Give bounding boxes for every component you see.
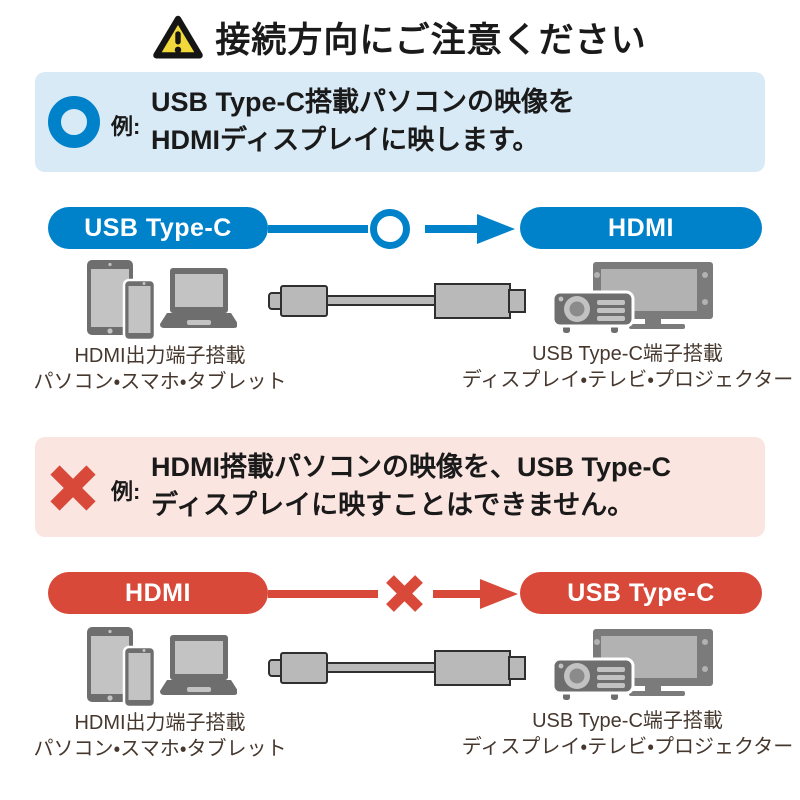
connector-line <box>268 590 378 598</box>
ok-example-label: 例: <box>111 114 141 139</box>
warning-triangle-icon <box>153 15 203 60</box>
ng-example-box: 例: HDMI搭載パソコンの映像を、USB Type-C ディスプレイに映すこと… <box>35 437 765 537</box>
ok-flow-to-pill: HDMI <box>520 207 762 249</box>
ok-source-caption: HDMI出力端子搭載 パソコン・スマホ・タブレット <box>10 343 310 395</box>
arrow-right-icon <box>433 579 518 609</box>
ok-example-text: USB Type-C搭載パソコンの映像を HDMIディスプレイに映します。 <box>151 83 575 159</box>
ng-flow-from-pill: HDMI <box>48 572 268 614</box>
page-title: 接続方向にご注意ください <box>215 21 647 60</box>
source-devices-icon <box>87 627 237 707</box>
caption-line: パソコン・スマホ・タブレット <box>33 738 287 760</box>
ng-example-label: 例: <box>111 479 141 504</box>
caption-line: HDMI出力端子搭載 <box>74 345 246 367</box>
ng-display-caption: USB Type-C端子搭載 ディスプレイ・テレビ・プロジェクター <box>455 708 800 760</box>
ok-example-box: 例: USB Type-C搭載パソコンの映像を HDMIディスプレイに映します。 <box>35 72 765 172</box>
ng-source-caption: HDMI出力端子搭載 パソコン・スマホ・タブレット <box>10 710 310 762</box>
cable-icon <box>268 283 527 319</box>
ok-display-caption: USB Type-C端子搭載 ディスプレイ・テレビ・プロジェクター <box>455 341 800 393</box>
caption-line: HDMI出力端子搭載 <box>74 712 246 734</box>
arrow-right-icon <box>425 214 515 244</box>
ok-flow-connector <box>268 209 515 249</box>
ng-example-text: HDMI搭載パソコンの映像を、USB Type-C ディスプレイに映すことはでき… <box>151 448 671 524</box>
page-title-bar: 接続方向にご注意ください <box>0 12 800 63</box>
display-devices-icon <box>553 629 713 703</box>
ng-flow-to-pill: USB Type-C <box>520 572 762 614</box>
ng-example-line1: HDMI搭載パソコンの映像を、USB Type-C <box>151 452 671 482</box>
connector-line <box>268 225 368 233</box>
ok-example-line2: HDMIディスプレイに映します。 <box>151 125 540 155</box>
display-devices-icon <box>553 262 713 336</box>
ok-mark-icon <box>370 209 410 249</box>
caption-line: ディスプレイ・テレビ・プロジェクター <box>461 369 794 391</box>
ok-circle-icon <box>48 96 100 148</box>
ng-mark-icon <box>386 575 423 612</box>
caption-line: パソコン・スマホ・タブレット <box>33 371 287 393</box>
ok-example-line1: USB Type-C搭載パソコンの映像を <box>151 87 576 117</box>
cable-icon <box>268 650 527 686</box>
caption-line: USB Type-C端子搭載 <box>532 343 723 365</box>
source-devices-icon <box>87 260 237 340</box>
ng-example-line2: ディスプレイに映すことはできません。 <box>151 490 635 520</box>
ng-flow-connector <box>268 575 518 612</box>
caption-line: ディスプレイ・テレビ・プロジェクター <box>461 736 794 758</box>
ng-cross-icon <box>50 465 96 511</box>
caption-line: USB Type-C端子搭載 <box>532 710 723 732</box>
ok-flow-from-pill: USB Type-C <box>48 207 268 249</box>
